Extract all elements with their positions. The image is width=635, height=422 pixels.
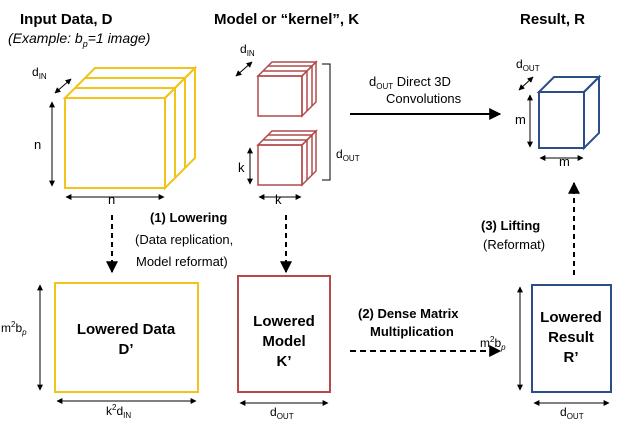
input-height-label: n [34, 137, 41, 152]
lowered-data-line1: Lowered Data [77, 321, 176, 338]
lowering-note-2: Model reformat) [136, 254, 228, 269]
result-depth-arrow [518, 76, 534, 91]
input-title: Input Data, D [20, 11, 113, 28]
direct-conv-label-2: Convolutions [386, 91, 462, 106]
kernel-count-label: dOUT [336, 147, 360, 163]
kernel-depth-arrow [235, 61, 253, 77]
input-width-label: n [108, 192, 115, 207]
lowered-result-line1: Lowered [540, 309, 602, 326]
lifting-note: (Reformat) [483, 237, 545, 252]
lowering-note-1: (Data replication, [135, 232, 233, 247]
lowering-title: (1) Lowering [150, 210, 227, 225]
input-data-cube [62, 65, 198, 191]
lowered-model-line3: K’ [277, 353, 292, 370]
kernel-count-bracket [322, 63, 331, 181]
result-cube [536, 74, 602, 151]
lowered-result-width-label: dOUT [560, 405, 584, 421]
result-width-label: m [559, 154, 570, 169]
direct-conv-label-1: dOUT Direct 3D [369, 74, 451, 91]
kernel-width-label: k [275, 192, 282, 207]
lowered-data-height-label: m2bp [1, 320, 27, 337]
lowered-result-box [531, 284, 612, 393]
result-height-label: m [515, 112, 526, 127]
lowered-model-line1: Lowered [253, 313, 315, 330]
lowered-result-height-label: m2bp [480, 335, 506, 352]
lowered-data-width-label: k2dIN [106, 403, 131, 420]
dense-label-1: (2) Dense Matrix [358, 306, 459, 321]
lowered-result-line2: Result [548, 329, 594, 346]
lowered-data-box [54, 282, 199, 393]
input-example: (Example: bp=1 image) [8, 30, 150, 49]
kernel-height-label: k [238, 160, 245, 175]
result-depth-label: dOUT [516, 57, 540, 73]
lowered-result-line3: R’ [564, 349, 579, 366]
kernel-depth-label: dIN [240, 42, 255, 58]
result-title: Result, R [520, 11, 585, 28]
lifting-title: (3) Lifting [481, 218, 540, 233]
dense-label-2: Multiplication [370, 324, 454, 339]
lowered-model-box [237, 275, 331, 393]
input-depth-arrow [54, 78, 72, 94]
kernel-cube-top [256, 60, 318, 118]
model-title: Model or “kernel”, K [214, 11, 359, 28]
lowered-model-line2: Model [262, 333, 305, 350]
lowered-model-width-label: dOUT [270, 405, 294, 421]
input-depth-label: dIN [32, 65, 47, 81]
kernel-cube-bottom [256, 129, 318, 187]
lowered-data-line2: D’ [119, 341, 134, 358]
